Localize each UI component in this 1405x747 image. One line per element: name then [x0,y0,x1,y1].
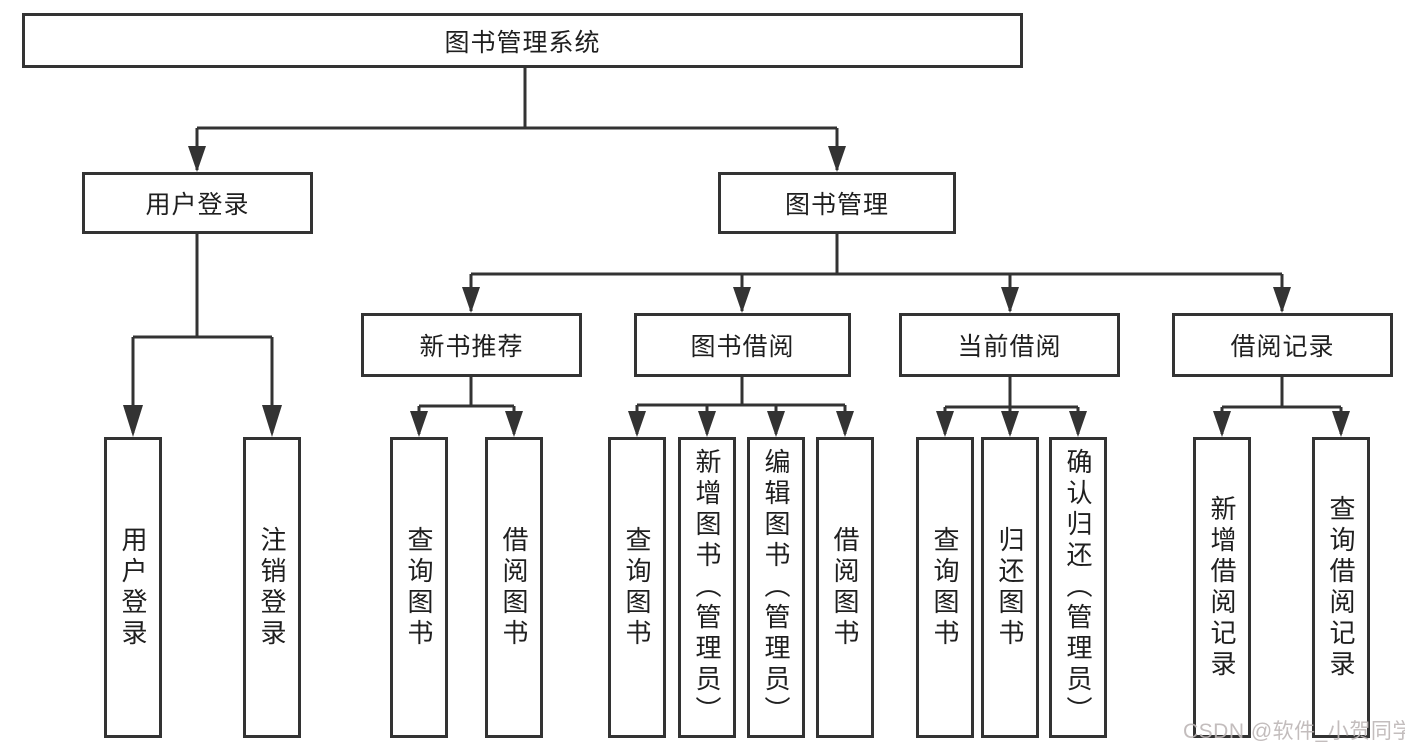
csdn-watermark: CSDN @软件_小贺同学 [1183,720,1405,743]
node-label: 新书推荐 [419,333,524,361]
leaf-records-query-record: 查询借阅记录 [1312,437,1370,738]
node-borrowing-records: 借阅记录 [1172,313,1393,377]
leaf-borrowing-borrow-books: 借阅图书 [816,437,874,738]
leaf-user-login: 用户登录 [104,437,162,738]
connector-lines [131,68,1343,434]
node-label: 注销登录 [257,525,287,650]
node-label: 借阅图书 [830,525,860,650]
leaf-current-confirm-return-admin: 确认归还（管理员） [1049,437,1107,738]
node-label: 图书管理系统 [444,28,601,57]
node-library-management-system: 图书管理系统 [22,13,1023,68]
node-label: 确认归还（管理员） [1063,448,1093,727]
node-label: 归还图书 [995,525,1025,650]
node-label: 查询借阅记录 [1326,494,1356,681]
node-new-book-recommend: 新书推荐 [361,313,582,377]
node-label: 图书借阅 [690,333,795,361]
leaf-recommend-borrow-books: 借阅图书 [485,437,543,738]
node-current-borrowing: 当前借阅 [899,313,1120,377]
node-user-login: 用户登录 [82,172,313,234]
node-label: 用户登录 [145,191,250,219]
node-label: 编辑图书（管理员） [761,448,791,727]
node-book-management: 图书管理 [718,172,956,234]
node-label: 借阅图书 [499,525,529,650]
leaf-recommend-query-books: 查询图书 [390,437,448,738]
node-label: 新增借阅记录 [1207,494,1237,681]
leaf-borrowing-query-books: 查询图书 [608,437,666,738]
node-label: 图书管理 [784,191,889,219]
node-label: 查询图书 [930,525,960,650]
node-label: 借阅记录 [1230,333,1335,361]
node-book-borrowing: 图书借阅 [634,313,851,377]
leaf-current-query-books: 查询图书 [916,437,974,738]
leaf-borrowing-add-books-admin: 新增图书（管理员） [678,437,736,738]
node-label: 新增图书（管理员） [692,448,722,727]
node-label: 用户登录 [118,525,148,650]
leaf-logout-login: 注销登录 [243,437,301,738]
node-label: 查询图书 [622,525,652,650]
leaf-current-return-books: 归还图书 [981,437,1039,738]
connector-arrowheads [123,146,1350,437]
leaf-records-add-record: 新增借阅记录 [1193,437,1251,738]
node-label: 查询图书 [404,525,434,650]
leaf-borrowing-edit-books-admin: 编辑图书（管理员） [747,437,805,738]
node-label: 当前借阅 [957,333,1062,361]
